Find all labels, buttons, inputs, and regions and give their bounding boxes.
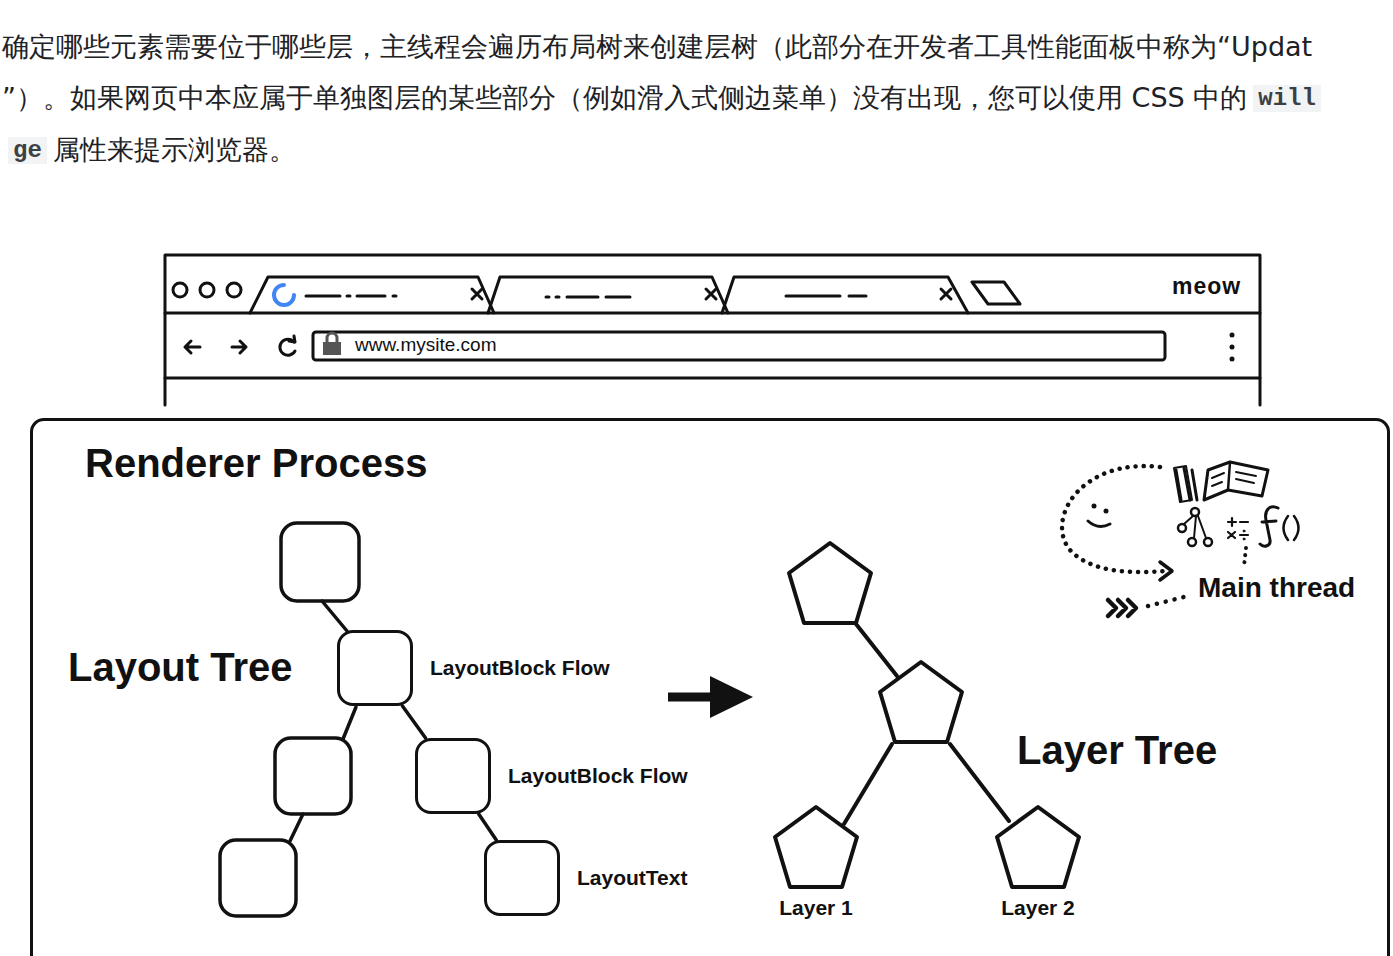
tree-title: Layer Tree	[1017, 726, 1217, 774]
layer-tree-lines	[844, 624, 1009, 824]
loading-spinner	[274, 285, 294, 305]
layout-label: LayoutBlock Flow	[508, 764, 688, 788]
thread-label: Main thread	[1198, 571, 1355, 605]
process-panel: Renderer ProcessLayoutBlock FlowLayoutBl…	[30, 418, 1390, 956]
layout-node: LayoutBlock Flow	[337, 630, 610, 706]
layout-node: LayoutText	[484, 840, 687, 916]
paragraph-line: 确定哪些元素需要位于哪些层，主线程会遍历布局树来创建层树（此部分在开发者工具性能…	[2, 29, 1312, 65]
layer-pentagon	[770, 804, 862, 890]
tree-edge	[402, 706, 425, 738]
layout-box	[337, 630, 413, 706]
transform-arrow	[668, 676, 753, 718]
layout-label: LayoutBlock Flow	[430, 656, 610, 680]
layout-box	[220, 523, 359, 916]
lock-icon	[323, 342, 341, 355]
layer-node: Layer 1	[770, 804, 862, 920]
inline-code: ge	[8, 137, 47, 164]
tree-edge	[479, 814, 497, 840]
inline-code: will	[1253, 85, 1321, 112]
paragraph-text: ”）。如果网页中本应属于单独图层的某些部分（例如滑入式侧边菜单）没有出现，您可以…	[2, 80, 1247, 116]
paragraph-text: 属性来提示浏览器。	[53, 132, 296, 168]
tree-title: Layout Tree	[68, 643, 293, 691]
url-text: www.mysite.com	[355, 334, 496, 357]
menu-dots	[1230, 333, 1235, 362]
layer-label: Layer 1	[779, 896, 853, 920]
layer-pentagon	[789, 543, 962, 742]
panel-heading: Renderer Process	[85, 439, 427, 487]
layer-node: Layer 2	[992, 804, 1084, 920]
paragraph-line: ge属性来提示浏览器。	[2, 132, 296, 168]
layout-box	[484, 840, 560, 916]
layout-box	[415, 738, 491, 814]
paragraph-line: ”）。如果网页中本应属于单独图层的某些部分（例如滑入式侧边菜单）没有出现，您可以…	[2, 80, 1327, 116]
browser-window	[165, 255, 1260, 405]
brand-label: meow	[1172, 273, 1241, 301]
layout-label: LayoutText	[577, 866, 687, 890]
paragraph-text: 确定哪些元素需要位于哪些层，主线程会遍历布局树来创建层树（此部分在开发者工具性能…	[2, 29, 1312, 65]
layer-pentagon	[992, 804, 1084, 890]
layer-label: Layer 2	[1001, 896, 1075, 920]
layout-node: LayoutBlock Flow	[415, 738, 688, 814]
